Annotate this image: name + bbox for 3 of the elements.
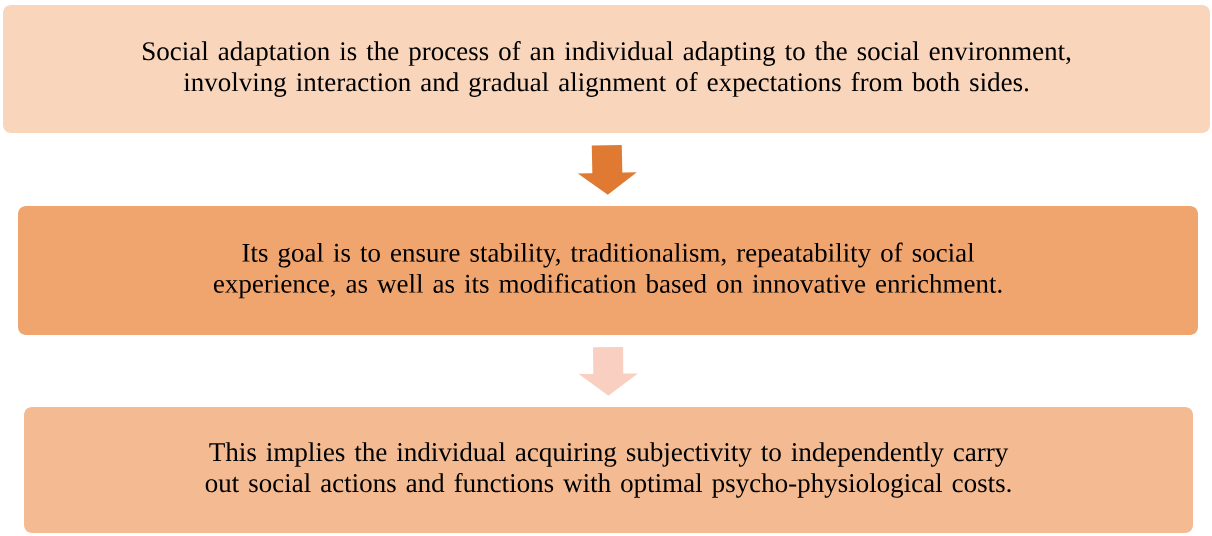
text-box: Social adaptation is the process of an individual adapting to the social environment, involving interaction and gradual alignment of expectations from both sides. bbox=[3, 5, 1210, 133]
text-box: Its goal is to ensure stability, traditionalism, repeatability of social experience, as well as its modification based on innovative enrichment. bbox=[18, 206, 1198, 335]
text-box: This implies the individual acquiring subjectivity to independently carry out social actions and functions with optimal psycho-physiological costs. bbox=[24, 407, 1193, 533]
